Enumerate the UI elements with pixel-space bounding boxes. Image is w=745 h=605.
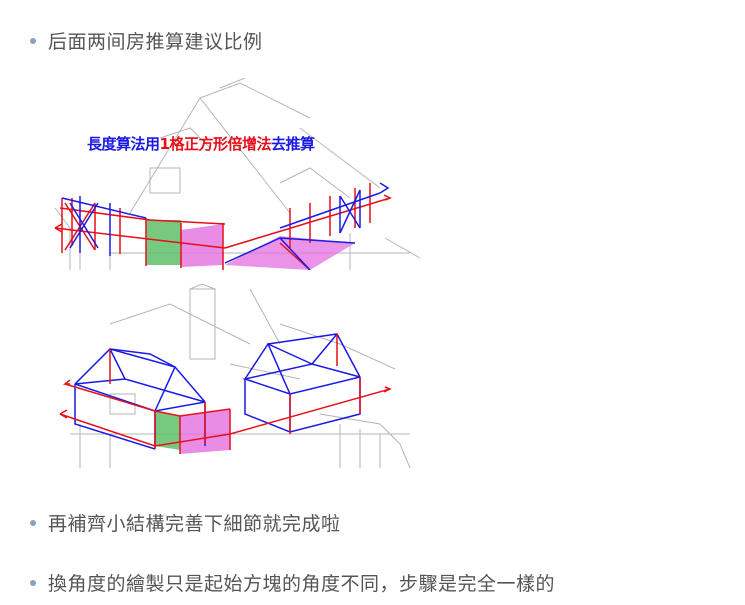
bullet-dot [30, 579, 36, 586]
house-sketch-drawing-1 [54, 77, 421, 271]
caption-segment-blue-end: 去推算 [270, 135, 315, 153]
house-sketch-figure-2 [50, 283, 415, 469]
bullet-dot [30, 519, 36, 526]
bullet-text: 后面两间房推算建议比例 [48, 31, 263, 53]
bullet-item-1: 后面两间房推算建议比例 [30, 27, 263, 54]
house-sketch-drawing-2 [59, 283, 411, 469]
bullet-item-2: 再補齊小結構完善下細節就完成啦 [30, 509, 341, 536]
bullet-dot [30, 37, 36, 44]
bullet-item-3: 換角度的繪製只是起始方塊的角度不同，步驟是完全一樣的 [30, 569, 555, 596]
house-sketch-figure-1: 長度算法用1格正方形倍增法去推算 [50, 77, 425, 271]
caption-segment-blue: 長度算法用 [87, 135, 160, 153]
bullet-text: 換角度的繪製只是起始方塊的角度不同，步驟是完全一樣的 [48, 573, 556, 595]
guide-caption: 長度算法用1格正方形倍增法去推算 [87, 133, 315, 154]
caption-segment-red: 1格正方形倍增法 [159, 135, 272, 153]
bullet-text: 再補齊小結構完善下細節就完成啦 [48, 513, 341, 535]
